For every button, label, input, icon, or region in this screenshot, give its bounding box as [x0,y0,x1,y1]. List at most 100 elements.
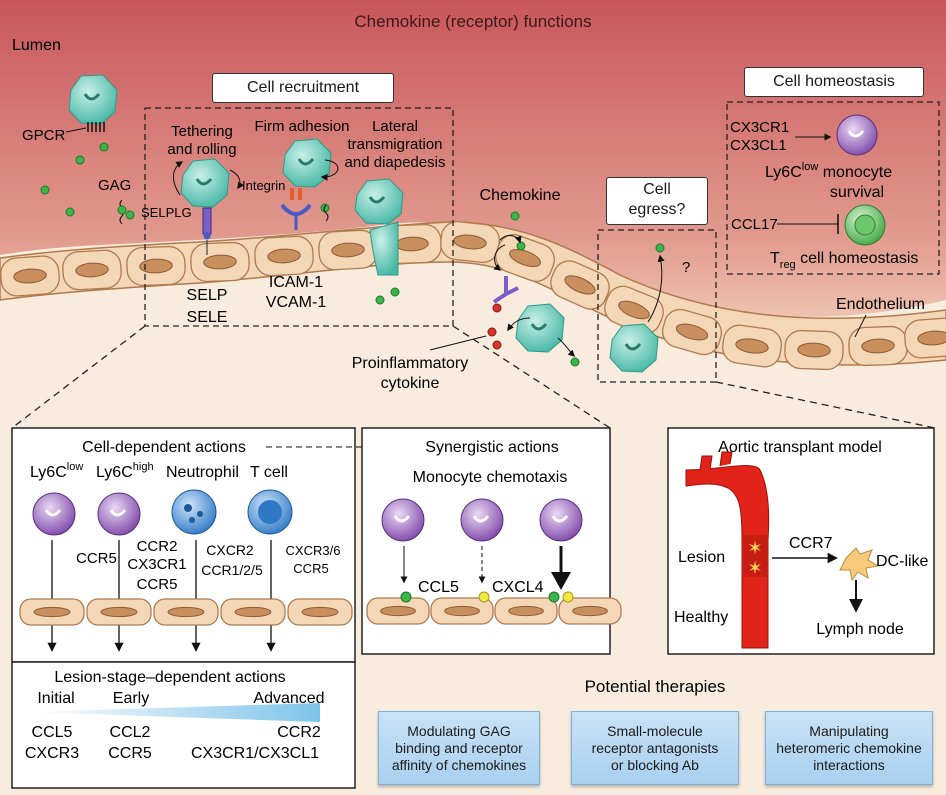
panel-endothelium-mid [366,597,622,625]
therapy-gag-line-1: Modulating GAG [407,722,511,739]
lumen-label: Lumen [12,37,61,54]
lateral-label-2: transmigration [347,136,442,153]
lateral-label-3: and diapedesis [345,154,446,171]
ccr5-label-a: CCR5 [76,550,117,567]
lesion-label: Lesion [678,549,725,566]
cx3-stage-label: CX3CR1/CX3CL1 [191,745,319,762]
egress-line-1: Cell [643,181,671,198]
endothelial-cell [366,597,430,625]
cxcr3-stage-label: CXCR3 [25,745,79,762]
endothelium-label: Endothelium [836,296,925,313]
integrin-shape [290,188,302,200]
survival-label: survival [830,184,884,201]
cx3cl1-label: CX3CL1 [730,137,787,154]
egress-line-2: egress? [628,201,686,218]
cell-egress-box: Cell egress? [606,177,708,225]
endothelial-cell [440,220,500,264]
ccr5-label-c: CCR5 [293,561,328,576]
ly6chigh-col-label: Ly6Chigh [96,461,154,481]
lateral-label-1: Lateral [372,118,418,135]
dc-like-cell [839,547,880,582]
endothelial-cell [494,597,558,625]
therapy-gag-line-3: affinity of chemokines [391,756,527,773]
ly6clow-col-label: Ly6Clow [30,461,83,481]
integrin-label: Integrin [242,178,285,193]
lesion-stage-panel [11,661,356,789]
tethering-label: Tethering [171,123,233,140]
cytokine-dots [487,303,502,350]
endothelial-cell [430,597,494,625]
therapies-title: Potential therapies [585,677,726,696]
ly6clow-label: Ly6Clow monocyte [765,161,892,181]
chemotaxis-title: Monocyte chemotaxis [413,469,568,486]
egress-monocyte [609,323,659,373]
syn-mono-3 [539,498,583,542]
tcell-col-label: T cell [250,464,288,481]
endothelial-cell [126,245,186,287]
chemokine-dots [40,142,665,367]
chemokine-label: Chemokine [480,187,561,204]
gag-label: GAG [98,177,131,194]
ly6clow-cell [32,492,76,536]
ccl17-label: CCL17 [731,216,778,233]
treg-label: Treg cell homeostasis [770,250,918,271]
early-label: Early [113,690,149,707]
vcam-label: VCAM-1 [266,294,327,311]
ccl5-stage-label: CCL5 [32,724,73,741]
endothelial-cell [495,234,555,282]
ccr2-label: CCR2 [137,538,178,555]
therapy-heteromeric-line-2: heteromeric chemokine [776,739,922,756]
therapy-heteromeric-line-1: Manipulating [809,722,889,739]
tcell-cell [247,489,293,535]
ly6chigh-cell [97,492,141,536]
stage-wedge [30,703,320,722]
aorta-vessel [685,465,770,649]
cx3cr1-label: CX3CR1 [730,119,789,136]
gpcr-label: GPCR [22,127,66,144]
healthy-label: Healthy [674,609,728,626]
ccl5-syn-label: CCL5 [418,579,459,596]
ly6clow-monocyte [836,114,878,156]
ccl2-stage-label: CCL2 [110,724,151,741]
therapy-gag-line-2: binding and receptor [395,739,523,756]
endothelial-cell [19,598,85,626]
aortic-panel [667,427,935,655]
synergistic-title: Synergistic actions [425,439,558,456]
migrating-monocyte [515,303,565,353]
cx3cr1-col-label: CX3CR1 [127,556,186,573]
cxcr2-label: CXCR2 [206,542,254,558]
cxcr36-label: CXCR3/6 [286,543,341,558]
ccr2-stage-label: CCR2 [277,724,321,741]
monocyte-cell [68,74,118,125]
svg-text:✶: ✶ [747,558,762,578]
proinflam-label-2: cytokine [381,375,440,392]
egress-question: ? [682,259,690,276]
selplg-rod [202,207,212,235]
lesion-stage-title: Lesion-stage–dependent actions [54,669,285,686]
svg-text:✶: ✶ [747,538,762,558]
sele-label: SELE [187,309,228,326]
endothelial-cell [904,317,946,359]
panel-endothelium-left [19,598,353,626]
syn-mono-1 [381,498,425,542]
ccr125-label: CCR1/2/5 [201,562,263,578]
endothelial-cell [62,249,122,291]
adhesion-label: Firm adhesion [254,118,349,135]
cell-arrows [47,540,276,652]
proinflam-label-1: Proinflammatory [352,355,468,372]
endothelial-cell [287,598,353,626]
therapy-antagonists-line-2: receptor antagonists [591,739,719,756]
lymph-node-label: Lymph node [816,621,904,638]
cell-dependent-title: Cell-dependent actions [82,439,246,456]
endothelial-cell [848,325,908,367]
therapy-antagonists-line-1: Small-molecule [607,722,703,739]
therapy-heteromeric-line-3: interactions [813,756,885,773]
dclike-label: DC-like [876,553,929,570]
endothelial-cell [318,229,378,271]
rolling-label: and rolling [167,141,236,158]
endothelial-cell [86,598,152,626]
receptor-y [492,276,519,304]
